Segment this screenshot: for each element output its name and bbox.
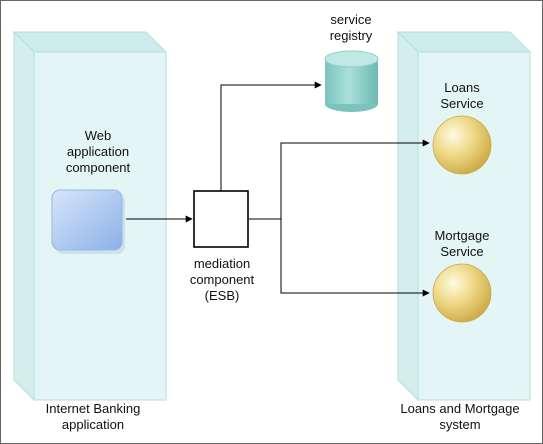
- connectors: [126, 81, 430, 297]
- mortgage-service-label: Mortgage Service: [434, 228, 490, 259]
- mediation-label: mediation component (ESB): [189, 256, 255, 303]
- mediation-to-registry-arrow: [220, 81, 322, 191]
- service-registry-label: service registry: [329, 12, 373, 43]
- mortgage-sphere-icon: [432, 263, 492, 323]
- internet-banking-label: Internet Banking application: [45, 401, 141, 432]
- to-mortgage-arrow: [280, 219, 430, 297]
- loans-mortgage-container: [396, 30, 532, 402]
- loans-service-label: Loans Service: [440, 80, 484, 111]
- web-component-label: Web application component: [65, 128, 131, 175]
- mediation-box: [193, 190, 249, 248]
- loans-sphere-icon: [432, 115, 492, 175]
- loans-mortgage-system-label: Loans and Mortgage system: [400, 401, 520, 432]
- to-loans-arrow: [280, 139, 430, 219]
- web-component-icon: [51, 189, 125, 254]
- registry-cylinder-icon: [324, 50, 379, 112]
